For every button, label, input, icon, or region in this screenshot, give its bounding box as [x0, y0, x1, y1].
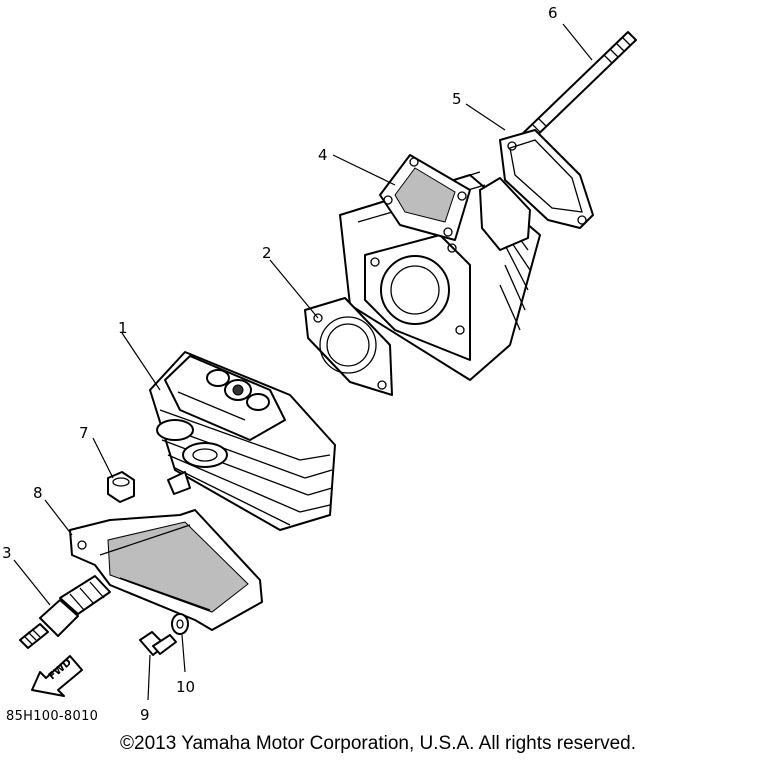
callout-9: 9 [140, 706, 150, 724]
cylinder-part-4 [339, 154, 541, 381]
bracket-part-8 [69, 509, 263, 631]
washer-part-10 [171, 613, 189, 635]
leader-lines [13, 23, 593, 701]
cylinder-head-part-1 [149, 351, 336, 531]
callout-1: 1 [118, 319, 128, 337]
callout-2: 2 [262, 244, 272, 262]
gasket-part-5 [499, 129, 594, 229]
forward-arrow-icon: FWD [31, 655, 83, 697]
copyright-notice: ©2013 Yamaha Motor Corporation, U.S.A. A… [120, 733, 636, 754]
nut-part-7 [107, 471, 135, 503]
callout-8: 8 [33, 484, 43, 502]
callout-6: 6 [548, 4, 558, 22]
stud-bolt-part-6 [517, 31, 637, 147]
callout-3: 3 [2, 544, 12, 562]
callout-10: 10 [176, 678, 195, 696]
callout-7: 7 [79, 424, 89, 442]
diagram-part-number: 85H100-8010 [6, 709, 99, 724]
bolt-part-9 [139, 631, 177, 656]
spark-plug-part-3 [19, 575, 111, 649]
callout-4: 4 [318, 146, 328, 164]
callout-5: 5 [452, 90, 462, 108]
gasket-part-2 [304, 297, 393, 396]
